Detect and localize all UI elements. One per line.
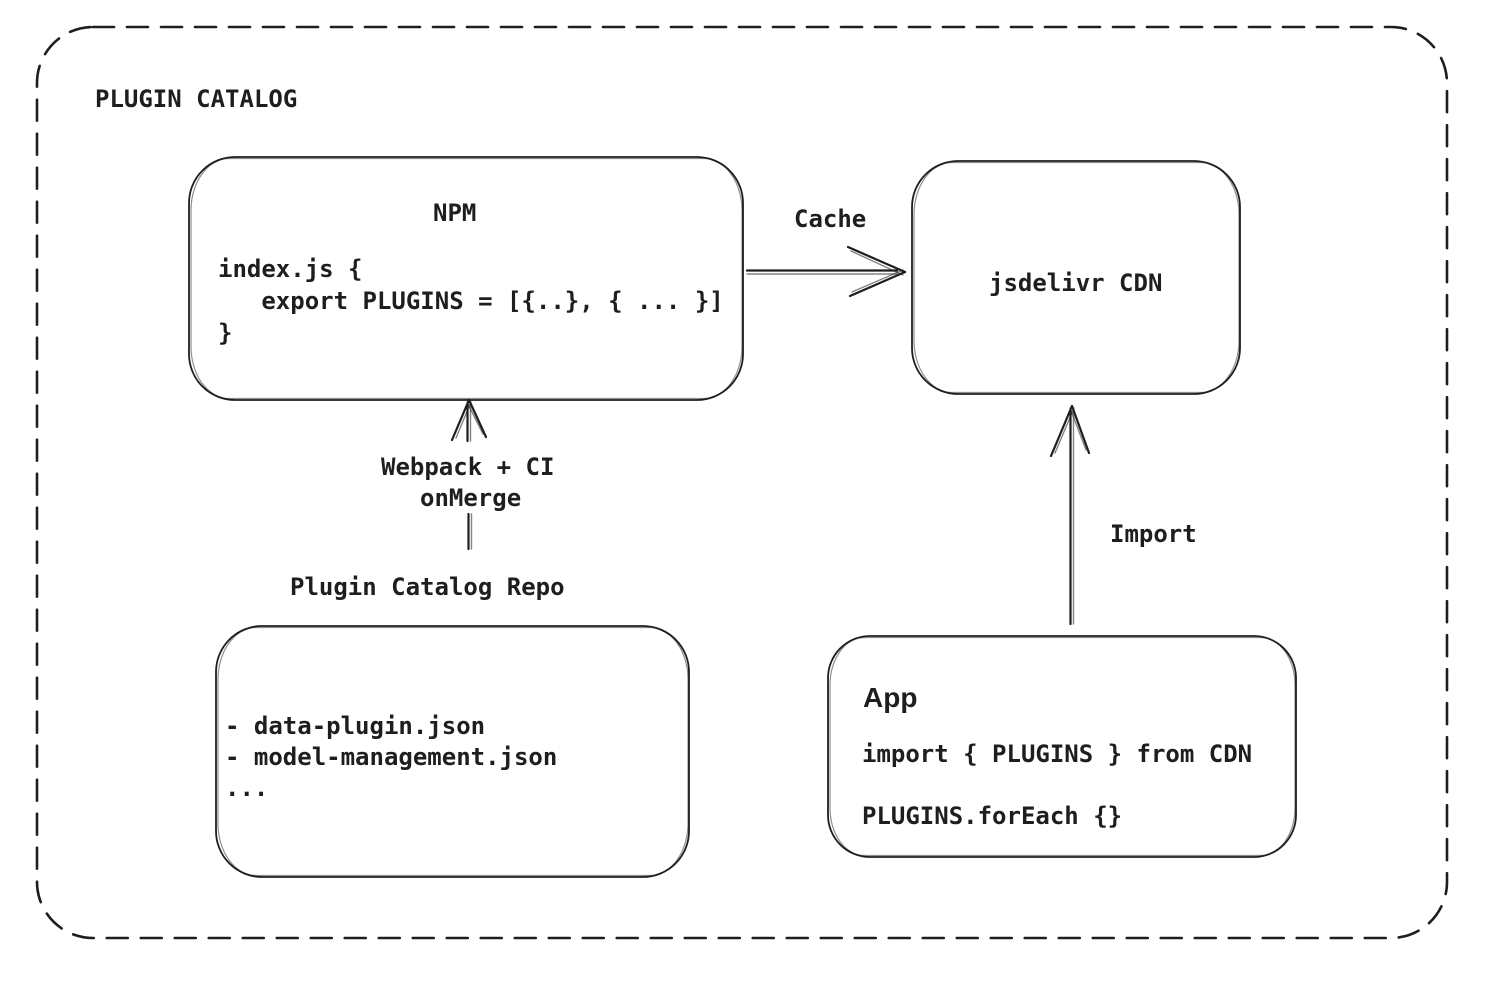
app-code-line: import { PLUGINS } from CDN [862, 740, 1253, 768]
merge-connector-line [467, 512, 473, 551]
cache-arrow [745, 245, 907, 298]
npm-code-line: export PLUGINS = [{..}, { ... }] [218, 287, 724, 315]
cache-edge-label: Cache [794, 205, 867, 233]
cdn-node-outline [911, 160, 1241, 395]
app-code-line: PLUGINS.forEach {} [862, 802, 1123, 830]
cdn-node-label: jsdelivr CDN [989, 269, 1163, 297]
npm-node-outline [188, 156, 744, 401]
import-arrow [1049, 404, 1091, 626]
import-edge-label: Import [1110, 520, 1197, 548]
repo-item: - data-plugin.json [225, 712, 486, 740]
build-edge-label: Webpack + CI [381, 453, 555, 481]
repo-item: ... [225, 774, 269, 802]
plugin-catalog-border [35, 25, 1449, 940]
repo-node-label: Plugin Catalog Repo [290, 573, 565, 601]
app-node-title: App [863, 682, 918, 713]
build-arrow [450, 398, 488, 443]
repo-item: - model-management.json [225, 743, 558, 771]
npm-code-line: index.js { [218, 255, 363, 283]
diagram-title: PLUGIN CATALOG [95, 85, 298, 113]
app-node-outline [827, 635, 1297, 858]
npm-node-title: NPM [433, 199, 477, 227]
npm-code-line: } [218, 319, 233, 347]
build-edge-label: onMerge [420, 484, 522, 512]
repo-node-outline [215, 625, 690, 878]
